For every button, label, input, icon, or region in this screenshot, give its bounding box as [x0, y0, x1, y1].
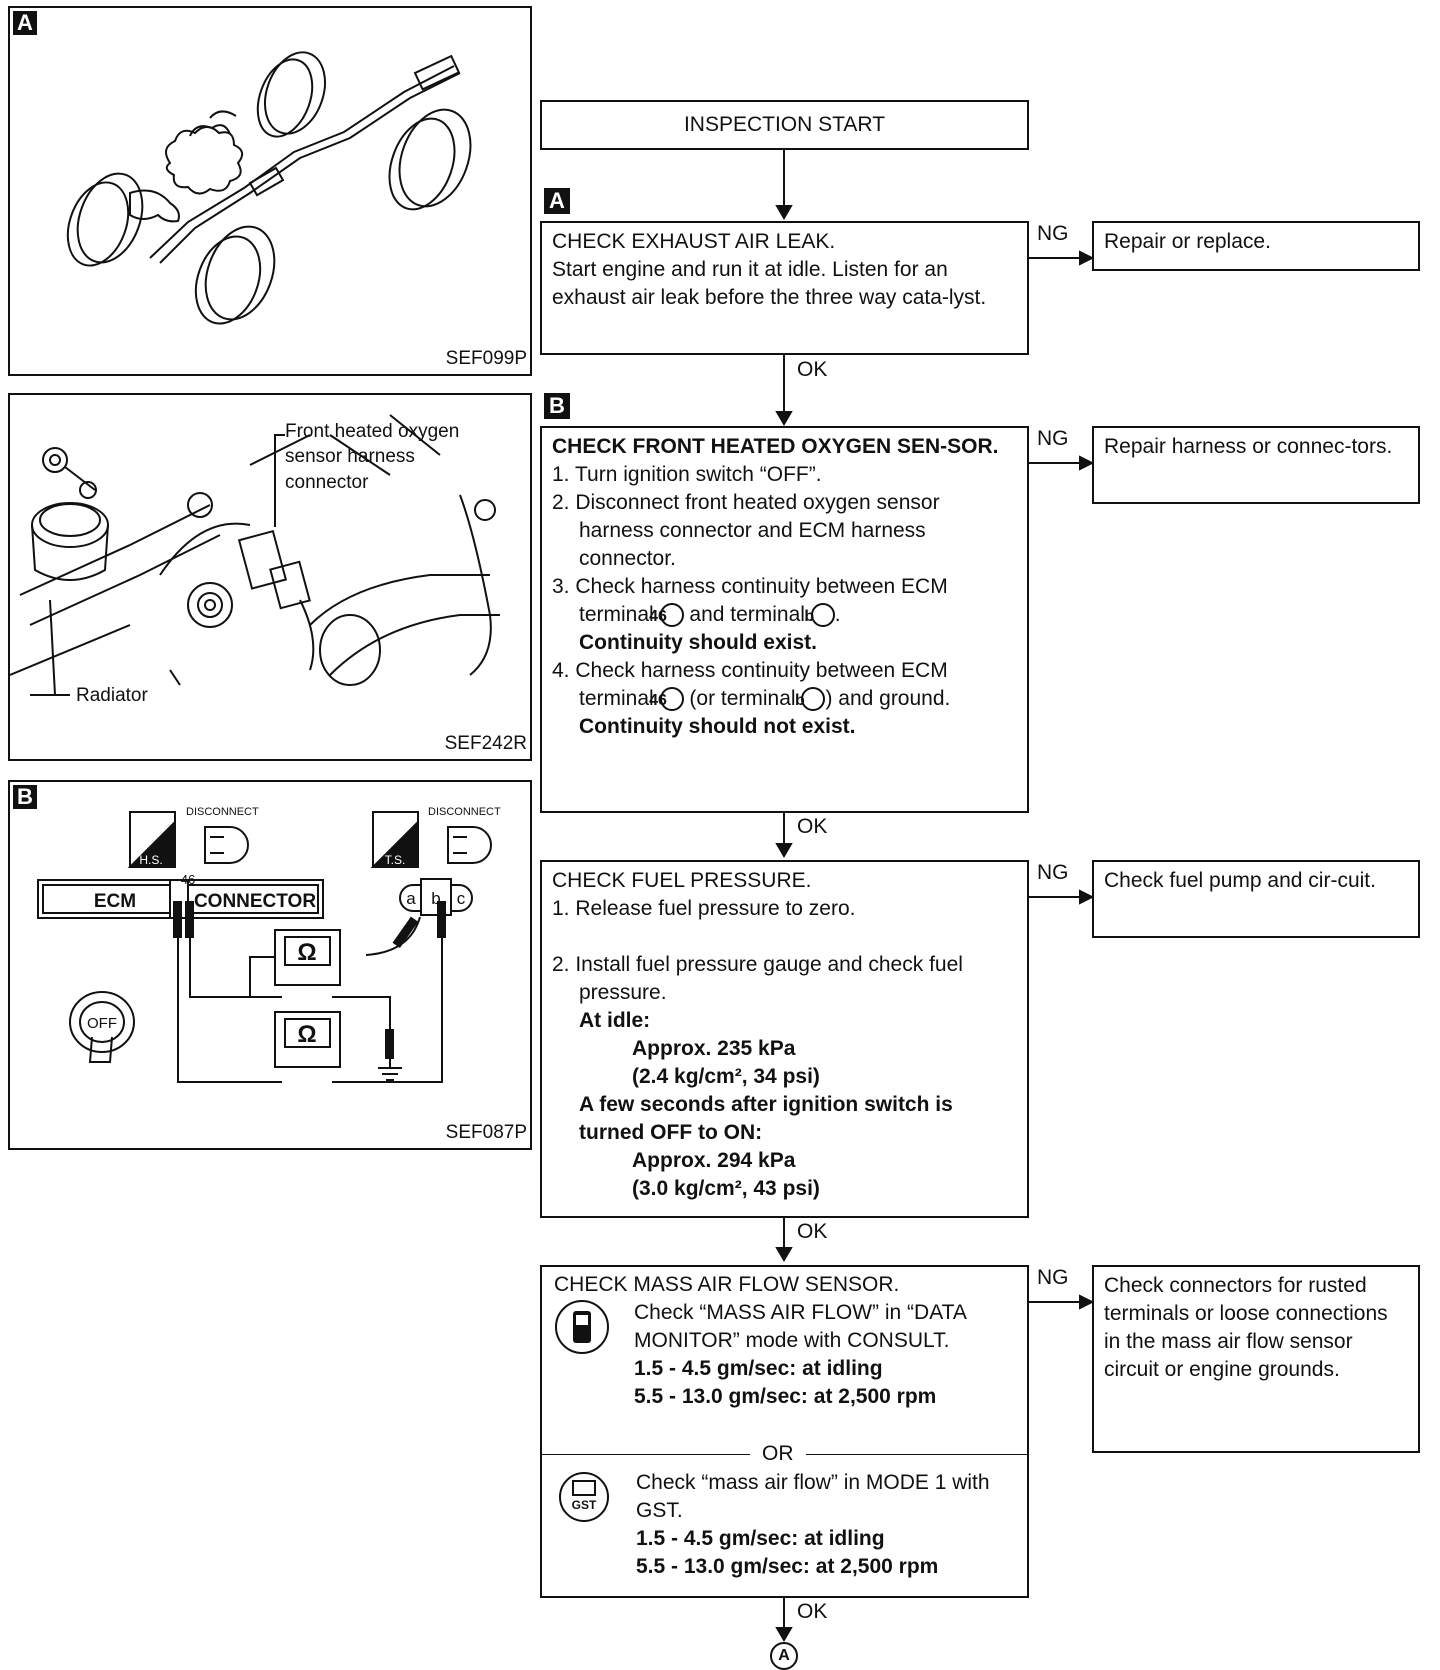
ok-label: OK: [797, 1600, 828, 1623]
fuel-idle-value: Approx. 235 kPa: [632, 1037, 796, 1060]
callout-line-2: sensor harness: [285, 446, 415, 467]
oxygen-step-3-text: 3. Check harness continuity between ECM …: [552, 575, 948, 626]
callout-line-1: Front heated oxygen: [285, 421, 459, 442]
consult-text: Check “MASS AIR FLOW” in “DATA MONITOR” …: [634, 1301, 966, 1352]
disconnect-label: DISCONNECT: [186, 806, 259, 818]
terminal-46-badge: 46: [649, 603, 684, 628]
repair-harness-text: Repair harness or connec-tors.: [1104, 435, 1393, 458]
figure-continuity-test: B: [8, 780, 532, 1150]
fuel-step-2: 2. Install fuel pressure gauge and check…: [552, 953, 963, 1004]
engine-bay-illustration: Front heated oxygen sensor harness conne…: [10, 414, 500, 706]
fuel-step-1: 1. Release fuel pressure to zero.: [552, 897, 856, 920]
consult-rpm-value: 5.5 - 13.0 gm/sec: at 2,500 rpm: [634, 1385, 937, 1408]
consult-idle-value: 1.5 - 4.5 gm/sec: at idling: [634, 1357, 883, 1380]
figure-label: B: [13, 785, 37, 809]
ohm-symbol: Ω: [297, 939, 316, 966]
maf-title: CHECK MASS AIR FLOW SENSOR.: [554, 1273, 900, 1296]
fuel-after-value-alt: (3.0 kg/cm², 43 psi): [632, 1177, 820, 1200]
check-fuel-pump-box: Check fuel pump and cir-cuit.: [1092, 860, 1420, 938]
fuel-title: CHECK FUEL PRESSURE.: [552, 869, 812, 892]
step-a-marker: A: [544, 188, 570, 214]
gst-icon: GST: [559, 1472, 609, 1522]
figure-code: SEF242R: [444, 733, 527, 754]
figure-exhaust: A SEF099P: [8, 6, 532, 376]
oxygen-step-2: 2. Disconnect front heated oxygen sensor…: [552, 491, 940, 570]
inspection-start-box: INSPECTION START: [540, 100, 1029, 150]
oxygen-step-4: 4. Check harness continuity between ECM …: [552, 657, 1017, 713]
check-connectors-box: Check connectors for rusted terminals or…: [1092, 1265, 1420, 1453]
oxygen-step-3-text: .: [834, 603, 841, 626]
gst-instructions: Check “mass air flow” in MODE 1 with GST…: [636, 1469, 1016, 1581]
disconnect-label: DISCONNECT: [428, 806, 501, 818]
check-exhaust-body: Start engine and run it at idle. Listen …: [552, 258, 987, 309]
connector-label: CONNECTOR: [194, 891, 316, 912]
consult-icon: [555, 1300, 609, 1354]
figure-label: A: [13, 11, 37, 35]
terminal-b-badge: b: [795, 687, 826, 712]
check-connectors-text: Check connectors for rusted terminals or…: [1104, 1274, 1388, 1381]
ohm-symbol: Ω: [297, 1021, 316, 1048]
fuel-after-label: A few seconds after ignition switch is t…: [579, 1093, 953, 1144]
step-b-marker: B: [544, 393, 570, 419]
check-fuel-pump-text: Check fuel pump and cir-cuit.: [1104, 869, 1376, 892]
callout-line-3: connector: [285, 472, 369, 493]
oxygen-step-4-result: Continuity should not exist.: [579, 715, 856, 738]
oxygen-step-4-text: (or terminal: [689, 687, 796, 710]
oxygen-step-3: 3. Check harness continuity between ECM …: [552, 573, 1017, 629]
ng-label: NG: [1037, 222, 1069, 245]
oxygen-step-4-text: ) and ground.: [825, 687, 951, 710]
fuel-idle-value-alt: (2.4 kg/cm², 34 psi): [632, 1065, 820, 1088]
exhaust-illustration: [66, 51, 472, 325]
oxygen-step-1: 1. Turn ignition switch “OFF”.: [552, 463, 822, 486]
hs-label: H.S.: [139, 853, 162, 867]
fuel-after-value: Approx. 294 kPa: [632, 1149, 796, 1172]
terminal-b-badge: b: [804, 603, 835, 628]
check-maf-sensor-box: CHECK MASS AIR FLOW SENSOR. Check “MASS …: [540, 1265, 1029, 1598]
ng-label: NG: [1037, 861, 1069, 884]
end-connector-a: A: [770, 1642, 798, 1670]
check-exhaust-box: CHECK EXHAUST AIR LEAK. Start engine and…: [540, 221, 1029, 355]
ok-label: OK: [797, 815, 828, 838]
consult-instructions: Check “MASS AIR FLOW” in “DATA MONITOR” …: [634, 1299, 1014, 1411]
pin-b: b: [431, 889, 440, 908]
check-oxygen-sensor-box: CHECK FRONT HEATED OXYGEN SEN-SOR. 1. Tu…: [540, 426, 1029, 813]
terminal-46-label: 46: [181, 872, 195, 887]
ok-label: OK: [797, 358, 828, 381]
figure-code: SEF099P: [445, 348, 527, 369]
oxygen-step-3-text: and terminal: [689, 603, 805, 626]
fuel-idle-label: At idle:: [579, 1009, 651, 1032]
check-exhaust-title: CHECK EXHAUST AIR LEAK.: [552, 230, 836, 253]
check-oxygen-title: CHECK FRONT HEATED OXYGEN SEN-SOR.: [552, 435, 999, 458]
terminal-46-badge: 46: [649, 687, 684, 712]
check-fuel-pressure-box: CHECK FUEL PRESSURE. 1. Release fuel pre…: [540, 860, 1029, 1218]
oxygen-step-3-result: Continuity should exist.: [579, 631, 818, 654]
figure-code: SEF087P: [445, 1122, 527, 1143]
pin-c: c: [457, 889, 466, 908]
ignition-off-label: OFF: [87, 1015, 117, 1032]
repair-replace-box: Repair or replace.: [1092, 221, 1420, 271]
repair-replace-text: Repair or replace.: [1104, 230, 1271, 253]
inspection-start-label: INSPECTION START: [683, 113, 886, 136]
gst-text: Check “mass air flow” in MODE 1 with GST…: [636, 1471, 990, 1522]
radiator-label: Radiator: [76, 685, 148, 706]
gst-rpm-value: 5.5 - 13.0 gm/sec: at 2,500 rpm: [636, 1555, 939, 1578]
repair-harness-box: Repair harness or connec-tors.: [1092, 426, 1420, 504]
oxygen-step-4-text: 4. Check harness continuity between ECM …: [552, 659, 948, 710]
continuity-wiring-diagram: DISCONNECT DISCONNECT H.S. T.S. ECM CONN…: [37, 806, 501, 1083]
svg-text:GST: GST: [572, 1498, 597, 1512]
ts-label: T.S.: [385, 853, 406, 867]
gst-idle-value: 1.5 - 4.5 gm/sec: at idling: [636, 1527, 885, 1550]
ng-label: NG: [1037, 427, 1069, 450]
figure-sensor-connector: Front heated oxygen sensor harness conne…: [8, 393, 532, 761]
or-label: OR: [750, 1440, 806, 1468]
ecm-label: ECM: [94, 891, 136, 912]
or-divider: OR: [542, 1440, 1029, 1468]
ok-label: OK: [797, 1220, 828, 1243]
ng-label: NG: [1037, 1266, 1069, 1289]
pin-a: a: [406, 889, 416, 908]
